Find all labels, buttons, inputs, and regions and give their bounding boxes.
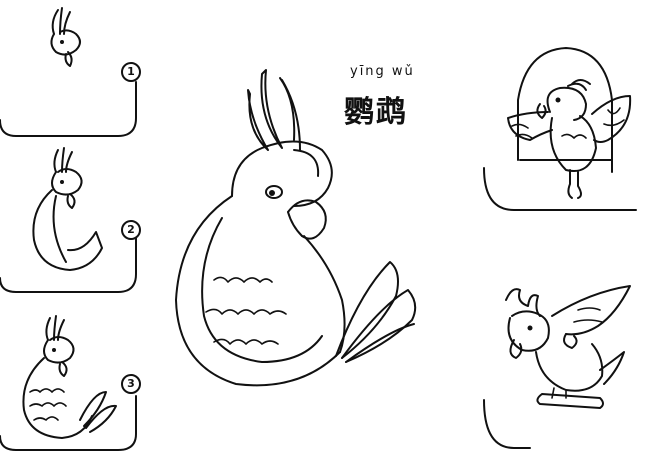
example-parrot-perched-arch [483, 47, 637, 211]
example-2-frame [483, 399, 531, 449]
example-1-frame [483, 167, 637, 211]
title-pinyin: yīng wǔ [350, 64, 415, 79]
title-hanzi: 鹦鹉 [344, 95, 408, 130]
step-1-parrot-head [50, 7, 81, 67]
step-3-badge: 3 [121, 374, 141, 394]
step-3-parrot-detailed [22, 315, 117, 439]
step-1-panel [0, 7, 137, 137]
step-2-parrot-outline [32, 147, 103, 271]
step-1-badge: 1 [121, 62, 141, 82]
step-2-frame [0, 237, 137, 293]
example-parrot-flying [483, 285, 631, 449]
step-3-frame [0, 395, 137, 451]
main-parrot [175, 69, 417, 387]
step-1-frame [0, 81, 137, 137]
step-2-panel [0, 147, 137, 293]
step-2-badge: 2 [121, 220, 141, 240]
step-3-panel [0, 315, 137, 451]
